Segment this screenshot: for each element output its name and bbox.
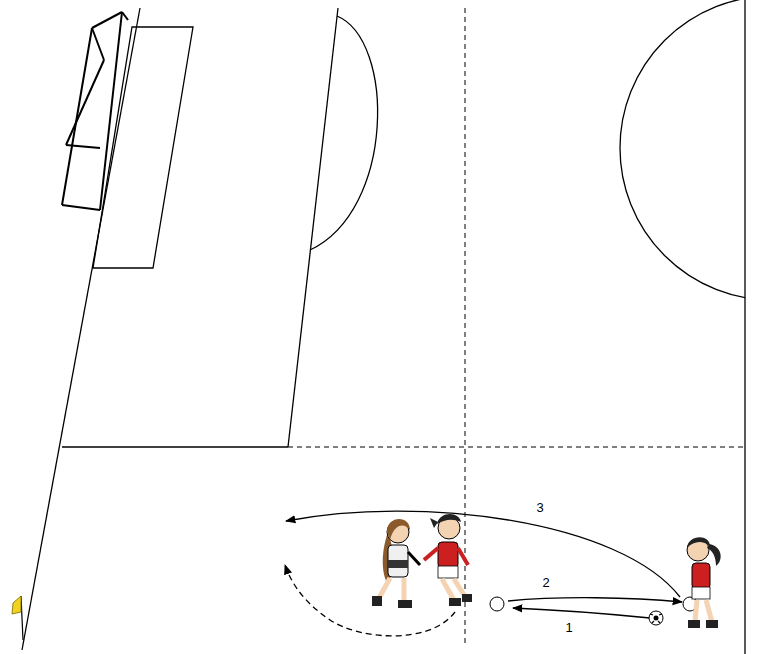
- zone-lines: [288, 8, 745, 645]
- corner-flag: [12, 596, 23, 640]
- pitch-lines: [22, 0, 767, 654]
- halfway-line: [744, 0, 745, 654]
- goal-frame: [62, 12, 128, 210]
- passer-player: [687, 537, 721, 628]
- pass-arrow: [513, 608, 650, 618]
- goal-line: [22, 8, 140, 650]
- defender-player: [372, 519, 420, 608]
- cone: [490, 597, 504, 611]
- penalty-arc: [310, 16, 378, 250]
- callout-number: 2: [540, 576, 551, 590]
- movement-arrows: [285, 511, 682, 636]
- penalty-box-line: [288, 8, 338, 447]
- ball: [649, 611, 663, 625]
- pass-arrow: [508, 598, 682, 602]
- callout-number: 1: [563, 621, 574, 635]
- goal-area: [93, 27, 193, 268]
- run-arrow: [285, 565, 455, 636]
- penalty-box-line: [62, 446, 288, 447]
- callout-number: 3: [534, 501, 545, 515]
- center-circle: [620, 0, 745, 300]
- pass-arrow: [286, 511, 680, 597]
- attacker-player: [424, 514, 472, 606]
